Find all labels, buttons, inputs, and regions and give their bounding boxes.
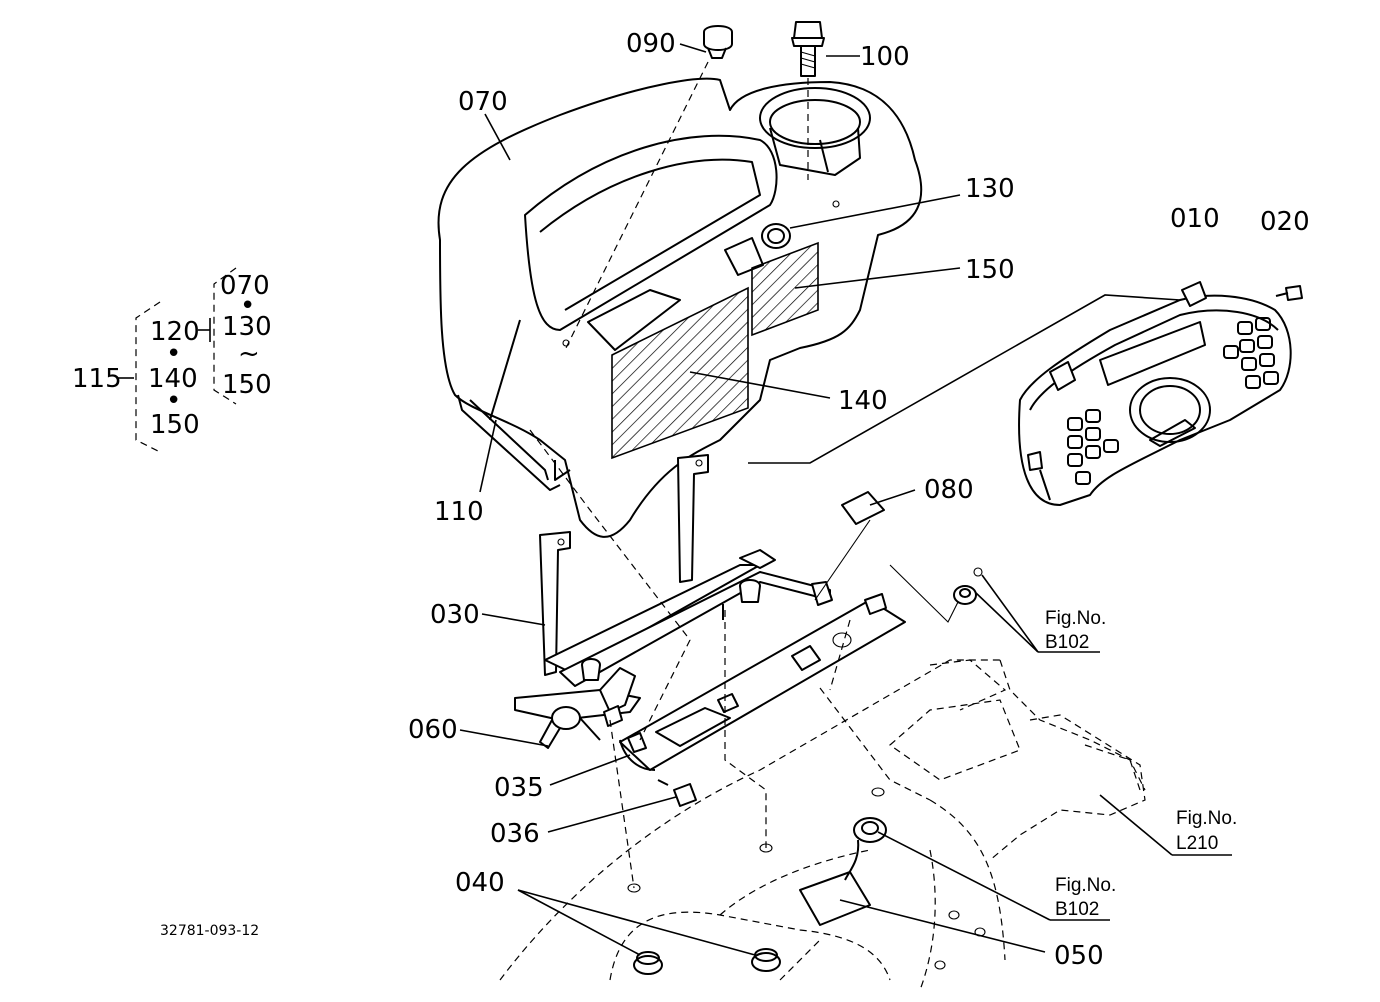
leader-lines: [459, 43, 1232, 956]
floor-holes: [627, 787, 986, 970]
label-030: 030: [430, 600, 480, 630]
label-020: 020: [1260, 207, 1310, 237]
label-100: 100: [860, 42, 910, 72]
label-050: 050: [1054, 941, 1104, 971]
figref-2-title: Fig.No.: [1176, 808, 1237, 829]
tree-mid-140: 140: [148, 364, 198, 394]
label-060: 060: [408, 715, 458, 745]
screw-020: [1275, 285, 1303, 301]
tree-sub-130: 130: [222, 312, 272, 342]
label-140: 140: [838, 386, 888, 416]
nut-b102-upper: [953, 567, 983, 605]
label-035: 035: [494, 773, 544, 803]
pad-050: [799, 871, 871, 926]
tree-sub-150: 150: [222, 370, 272, 400]
label-110: 110: [434, 497, 484, 527]
figref-3-title: Fig.No.: [1055, 875, 1116, 896]
figref-1-title: Fig.No.: [1045, 608, 1106, 629]
label-036: 036: [490, 819, 540, 849]
figref-2-number: L210: [1176, 833, 1218, 854]
assembly-tree: 115 120 • 140 • 150 070 • 130 ~ 150: [72, 267, 272, 453]
drawing-code: 32781-093-12: [160, 923, 259, 939]
pad-080: [841, 491, 885, 525]
tree-dot-2: •: [166, 386, 181, 416]
dashboard-cover-070: [437, 77, 923, 538]
connector-b102-lower: [844, 817, 887, 881]
label-040: 040: [455, 868, 505, 898]
label-130: 130: [965, 174, 1015, 204]
grommet-040: [633, 948, 781, 975]
label-080: 080: [924, 475, 974, 505]
switch-035: [603, 705, 656, 771]
sensor-036: [657, 779, 697, 807]
frame-030: [514, 454, 906, 771]
figref-1-number: B102: [1045, 632, 1089, 653]
figref-3-number: B102: [1055, 899, 1099, 920]
bolt-090: [703, 25, 733, 59]
tree-mid-120: 120: [150, 317, 200, 347]
label-150: 150: [965, 255, 1015, 285]
tree-root-115: 115: [72, 364, 122, 394]
tree-dot-1: •: [166, 339, 181, 369]
tree-mid-150: 150: [150, 410, 200, 440]
label-090: 090: [626, 29, 676, 59]
tree-dot-3: •: [240, 291, 255, 321]
tree-tilde: ~: [238, 339, 260, 369]
meter-cluster-010: [1018, 281, 1292, 506]
buzzer-060: [539, 706, 601, 749]
panel-150: [751, 241, 819, 337]
tree-sub-070: 070: [220, 271, 270, 301]
panel-140: [611, 286, 749, 460]
alignment-lines: [529, 61, 851, 889]
label-070: 070: [458, 87, 508, 117]
label-010: 010: [1170, 204, 1220, 234]
bolt-100: [791, 21, 825, 77]
